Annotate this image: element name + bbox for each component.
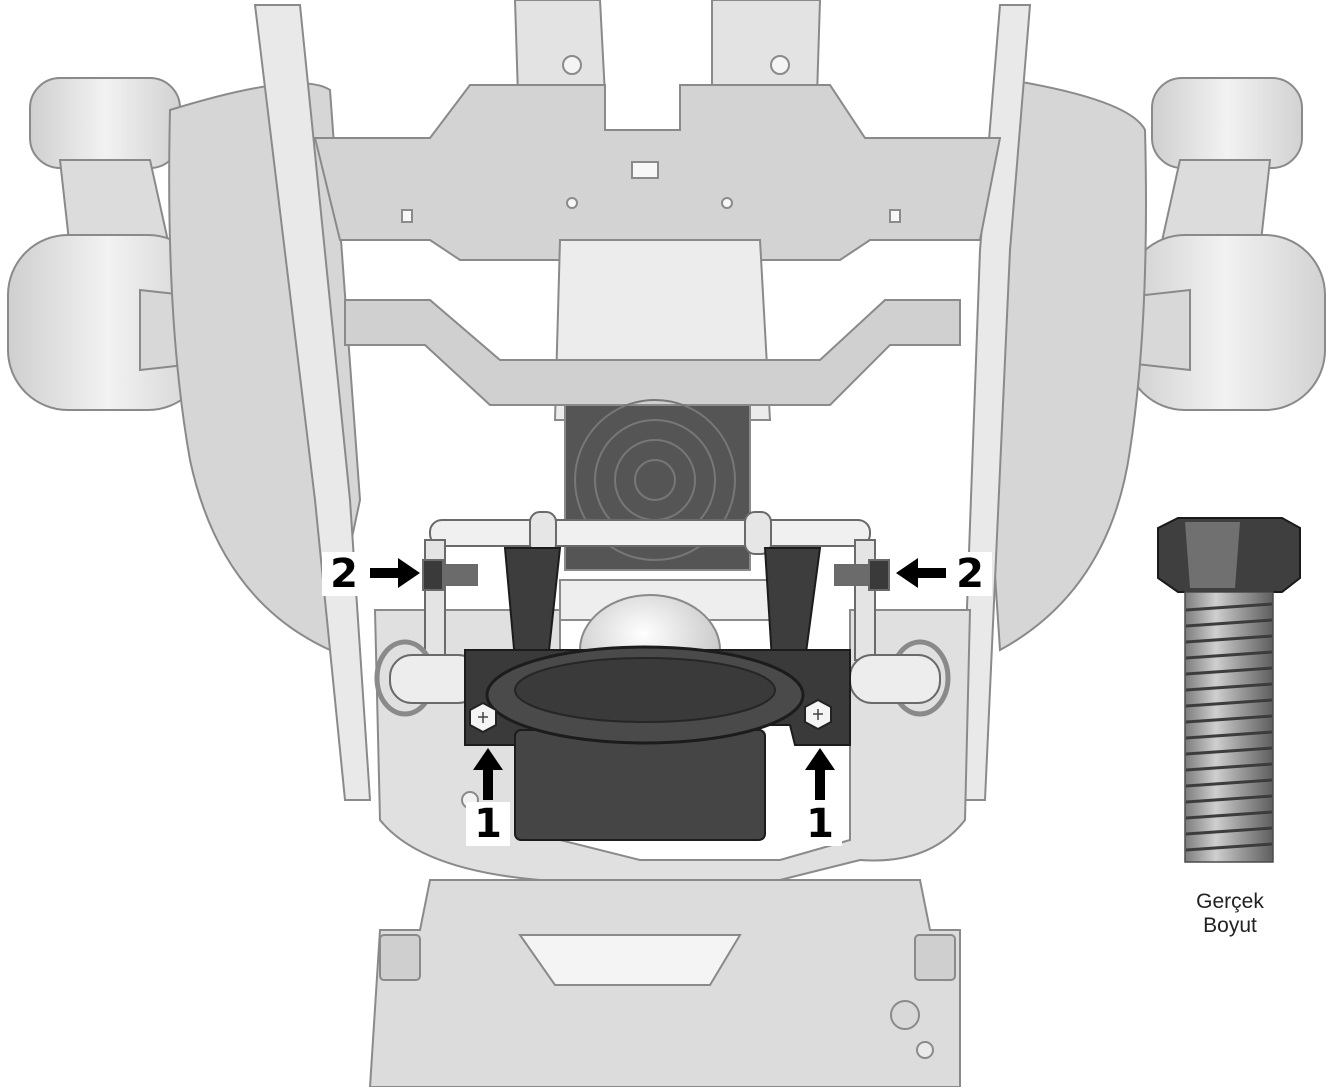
arrow-up-icon bbox=[805, 748, 835, 800]
callout-2-right: 2 bbox=[948, 552, 992, 596]
actual-size-caption: Gerçek Boyut bbox=[1160, 890, 1300, 938]
callout-1-left: 1 bbox=[466, 802, 510, 846]
actual-size-line1: Gerçek bbox=[1196, 890, 1264, 913]
actual-size-line2: Boyut bbox=[1203, 914, 1257, 937]
hex-bolt-left bbox=[469, 701, 497, 734]
arrow-up-icon bbox=[473, 748, 503, 800]
callout-2-left: 2 bbox=[322, 552, 366, 596]
caster-yoke bbox=[464, 547, 851, 841]
right-fender bbox=[988, 78, 1147, 652]
axle-shaft bbox=[429, 519, 871, 547]
cross-bracket bbox=[344, 299, 961, 406]
axle-bolt-left bbox=[422, 559, 478, 591]
right-handle bbox=[1099, 77, 1326, 411]
hex-bolt-right bbox=[804, 698, 832, 731]
arrow-right-icon bbox=[370, 558, 420, 588]
motor-box bbox=[514, 729, 766, 841]
axle-assembly bbox=[374, 511, 951, 717]
callout-1-right: 1 bbox=[798, 802, 842, 846]
axle-bolt-right bbox=[834, 559, 890, 591]
bolt-threads bbox=[1185, 602, 1273, 852]
arrow-left-icon bbox=[896, 558, 946, 588]
hex-bolt-icon bbox=[1157, 517, 1301, 863]
